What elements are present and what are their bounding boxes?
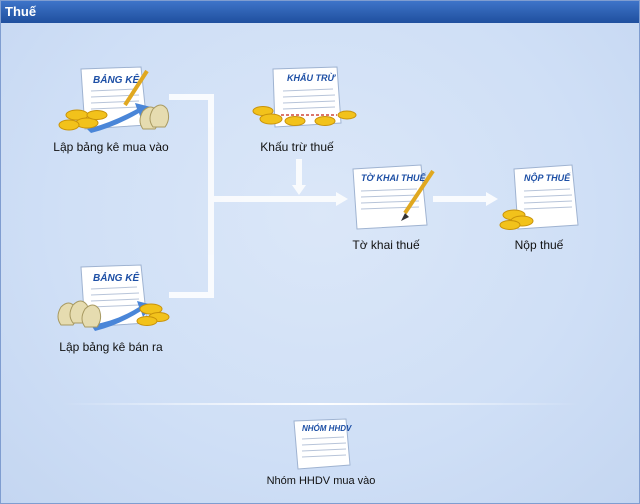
document-coins-icon: KHẤU TRỪ <box>252 66 357 128</box>
window-title: Thuế <box>5 4 37 19</box>
arrowhead-payment <box>486 192 498 206</box>
node-tax-declaration[interactable]: TỜ KHAI THUẾ Tờ khai thuế <box>331 163 441 255</box>
node-label: Tờ khai thuế <box>352 238 420 252</box>
node-label: Nhóm HHDV mua vào <box>266 475 376 487</box>
arrowhead-deduction <box>292 185 306 195</box>
document-coins-bags-icon: BẢNG KÊ <box>58 66 170 133</box>
doc-title-text: NHÓM HHDV <box>302 424 352 433</box>
node-tax-deduction[interactable]: KHẤU TRỪ Khấu trừ thuế <box>231 65 363 157</box>
node-purchase-goods-group[interactable]: NHÓM HHDV Nhóm HHDV mua vào <box>261 417 381 491</box>
section-divider <box>61 403 581 405</box>
tax-flow-canvas: BẢNG KÊ Lập bảng kê mua vào KHẤU TRỪ <box>1 23 639 503</box>
node-sales-list[interactable]: BẢNG KÊ Lập bảng kê bán ra <box>41 263 181 355</box>
arrowhead-declaration <box>336 192 348 206</box>
document-coins-icon: NỘP THUẾ <box>499 164 579 230</box>
doc-title-text: KHẤU TRỪ <box>287 72 336 83</box>
node-tax-payment[interactable]: NỘP THUẾ Nộp thuế <box>489 163 589 255</box>
node-label: Khấu trừ thuế <box>260 140 334 154</box>
flow-connectors <box>169 94 498 298</box>
document-pen-icon: TỜ KHAI THUẾ <box>352 164 435 230</box>
node-label: Lập bảng kê mua vào <box>53 140 169 154</box>
doc-title-text: TỜ KHAI THUẾ <box>361 172 427 183</box>
node-purchase-list[interactable]: BẢNG KÊ Lập bảng kê mua vào <box>41 65 181 157</box>
node-label: Nộp thuế <box>514 238 564 252</box>
document-bags-coins-icon: BẢNG KÊ <box>57 264 170 331</box>
title-bar: Thuế <box>1 1 639 23</box>
doc-title-text: NỘP THUẾ <box>524 172 571 183</box>
doc-title-text: BẢNG KÊ <box>93 271 139 284</box>
doc-title-text: BẢNG KÊ <box>93 73 139 86</box>
document-icon: NHÓM HHDV <box>293 418 352 470</box>
node-label: Lập bảng kê bán ra <box>59 340 163 354</box>
